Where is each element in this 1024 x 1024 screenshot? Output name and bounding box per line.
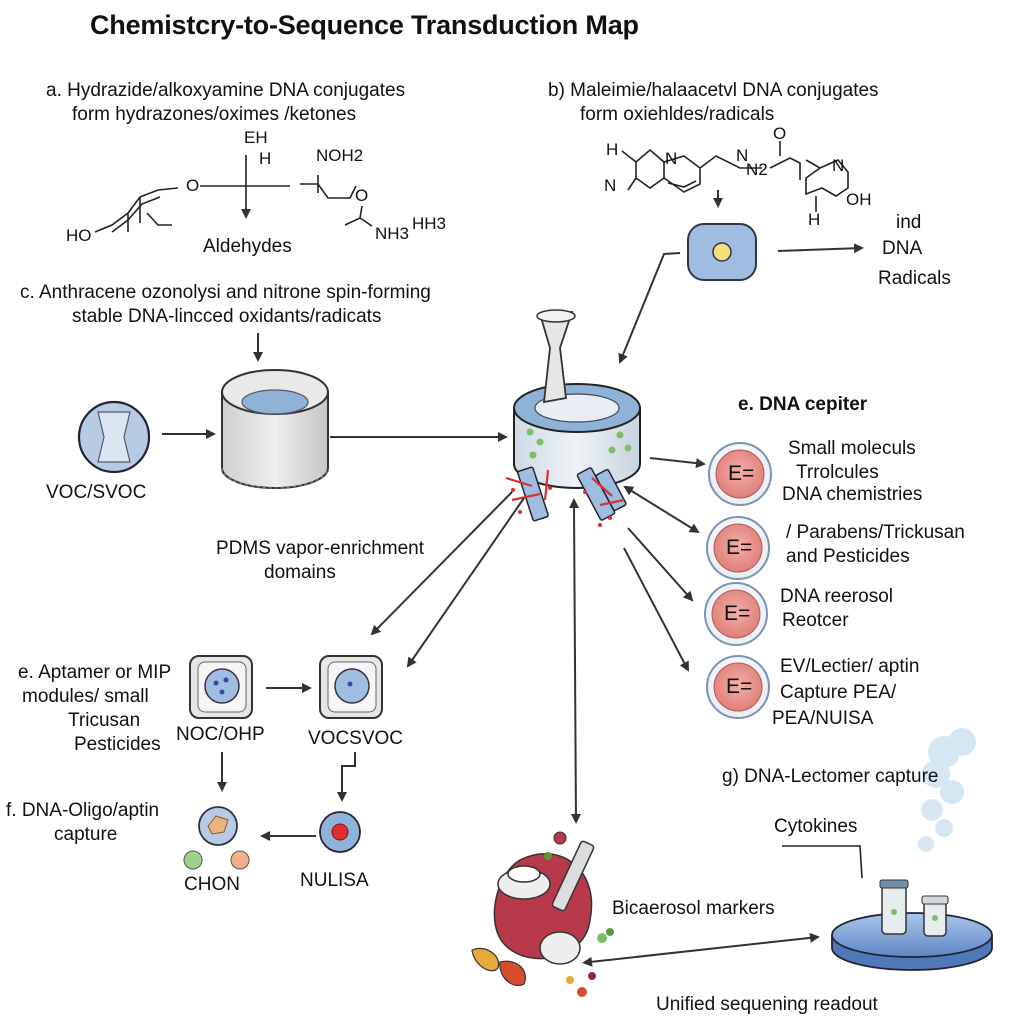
panel-f-heading-2: capture (54, 824, 118, 845)
panel-f-heading-1: f. DNA-Oligo/aptin (6, 800, 160, 821)
sequencing-platform (831, 879, 993, 971)
panel-a-ho: HO (66, 226, 92, 245)
badge-text-4: E= (726, 675, 753, 698)
module-1-label: NOC/OHP (176, 724, 265, 745)
pdms-label-1: PDMS vapor-enrichment (216, 538, 425, 559)
badge-item-3 (704, 582, 768, 646)
panel-b-n2: N (665, 149, 678, 168)
pdms-cylinder (221, 369, 329, 489)
panel-b-oh: OH (846, 190, 872, 209)
panel-a-structure (94, 155, 373, 233)
panel-b-heading-1: b) Maleimie/halaacetvl DNA conjugates (548, 80, 879, 101)
panel-b-reactor (687, 223, 757, 281)
panel-a-o: O (186, 176, 200, 195)
arrow-b-to-center (618, 252, 681, 364)
panel-c-heading-1: c. Anthracene ozonolysi and nitrone spin… (20, 282, 431, 303)
readout-label: Unified sequening readout (656, 994, 878, 1015)
arrow-b-to-radicals (777, 243, 864, 254)
panel-c-heading-2: stable DNA-lincced oxidants/radicats (72, 306, 382, 327)
arrow-center-to-module-2 (406, 497, 525, 668)
panel-b-out-1: ind (896, 212, 922, 233)
panel-a-hh3: HH3 (412, 214, 447, 233)
arrow-to-item-3 (627, 527, 694, 602)
panel-b-heading-2: form oxiehldes/radicals (580, 104, 775, 125)
panel-g-heading: g) DNA-Lectomer capture (722, 766, 939, 787)
cytokines-label: Cytokines (774, 816, 858, 837)
panel-e-left-heading-2: modules/ small (22, 686, 149, 707)
oligo-capture-disc (198, 806, 238, 846)
panel-a-caption: Aldehydes (203, 236, 292, 257)
panel-b-n2sub: N2 (746, 160, 768, 179)
badge-text-3: E= (724, 602, 751, 625)
arrow-module-2-down (337, 752, 356, 802)
module-noc-ohp (189, 655, 253, 719)
badge-text-1: E= (728, 462, 755, 485)
panel-b-structure (621, 141, 849, 212)
arrow-center-to-module-1 (370, 491, 513, 636)
panel-b-h2: H (808, 210, 821, 229)
panel-e-left-heading-3: Tricusan (68, 710, 141, 731)
panel-a-heading-1: a. Hydrazide/alkoxyamine DNA conjugates (46, 80, 406, 101)
item-3-line-1: DNA reerosol (780, 586, 893, 607)
item-4-line-2: Capture PEA/ (780, 682, 897, 703)
cytokines-leader (782, 845, 863, 879)
arrow-to-item-1 (649, 457, 706, 469)
diagram-title: Chemistcry-to-Sequence Transduction Map (90, 10, 639, 40)
panel-a-heading-2: form hydrazones/oximes /ketones (72, 104, 357, 125)
panel-b-n1: N (604, 176, 617, 195)
panel-a-eh: EH (244, 128, 268, 147)
bioaerosol-figure (471, 831, 614, 997)
badge-item-4 (706, 655, 770, 719)
panel-b-o: O (773, 124, 787, 143)
module-2-label: VOCSVOC (308, 728, 404, 749)
arrow-to-item-4 (623, 547, 689, 672)
nulisa-disc (319, 811, 361, 853)
module-vocsvoc (319, 655, 383, 719)
arrow-to-item-2 (623, 485, 700, 534)
arrow-center-to-bioaerosol (569, 498, 581, 824)
pdms-label-2: domains (264, 562, 336, 583)
panel-e-left-heading-4: Pesticides (74, 734, 161, 755)
central-reactor (505, 309, 641, 527)
item-4-line-1: EV/Lectier/ aptin (780, 656, 920, 677)
panel-a-nh3: NH3 (375, 224, 410, 243)
panel-b-out-2: DNA (882, 238, 923, 259)
panel-e-left-heading-1: e. Aptamer or MIP (18, 662, 172, 683)
badge-item-1 (708, 442, 772, 506)
panel-a-o2: O (355, 186, 369, 205)
item-2-line-1: / Parabens/Trickusan (786, 522, 965, 543)
voc-label: VOC/SVOC (46, 482, 147, 503)
panel-e-right-heading: e. DNA cepiter (738, 394, 868, 415)
item-4-line-3: PEA/NUISA (772, 708, 874, 729)
panel-b-out-3: Radicals (878, 268, 951, 289)
item-3-line-2: Reotcer (782, 610, 849, 631)
chon-dot-green (183, 850, 203, 870)
badge-text-2: E= (726, 536, 753, 559)
panel-a-noh2: NOH2 (316, 146, 364, 165)
chon-label: CHON (184, 874, 240, 895)
bioaerosol-label: Bicaerosol markers (612, 898, 775, 919)
voc-disc (77, 400, 151, 474)
panel-b-h: H (606, 140, 619, 159)
panel-b-n3: N (736, 146, 749, 165)
panel-a-h: H (259, 149, 272, 168)
chon-dot-orange (230, 850, 250, 870)
item-2-line-2: and Pesticides (786, 546, 910, 567)
arrow-bioaerosol-to-platform (582, 932, 820, 967)
panel-b-n4: N (832, 156, 845, 175)
badge-item-2 (706, 516, 770, 580)
item-1-line-2: Trrolcules (796, 462, 879, 483)
vapor-cloud (918, 728, 976, 852)
item-1-line-1: Small moleculs (788, 438, 916, 459)
nulisa-label: NULISA (300, 870, 369, 891)
item-1-line-3: DNA chemistries (782, 484, 923, 505)
